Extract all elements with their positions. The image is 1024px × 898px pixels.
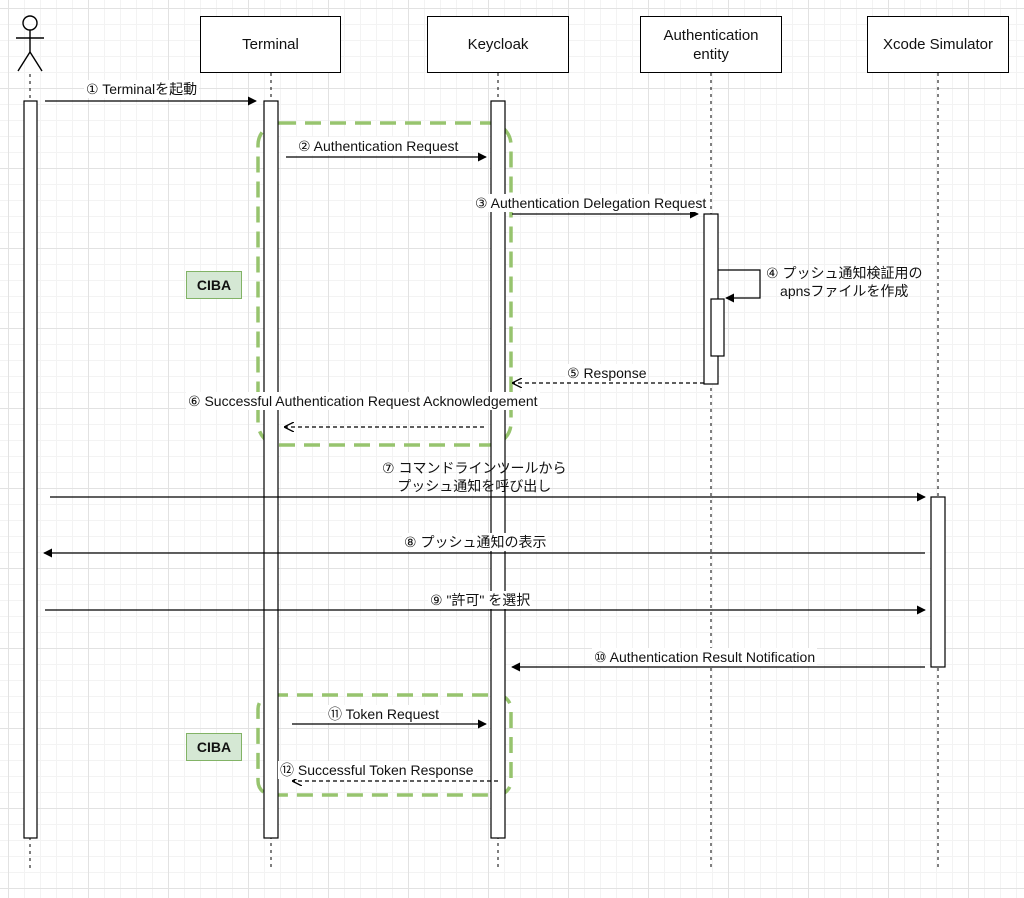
message-4-label: ④ プッシュ通知検証用の apnsファイルを作成 — [766, 265, 923, 299]
message-11-label: ⑪ Token Request — [326, 705, 442, 723]
message-6-label: ⑥ Successful Authentication Request Ackn… — [186, 392, 540, 410]
message-5-label: ⑤ Response — [565, 364, 649, 382]
auth-entity-self-activation-bar — [710, 298, 725, 357]
message-10-label: ⑩ Authentication Result Notification — [592, 648, 818, 666]
message-8-label: ⑧ プッシュ通知の表示 — [402, 533, 549, 551]
message-4-arrow — [718, 269, 761, 303]
keycloak-participant-box: Keycloak — [427, 16, 569, 73]
terminal-participant-box: Terminal — [200, 16, 341, 73]
message-3-label: ③ Authentication Delegation Request — [473, 194, 709, 212]
xcode-participant-box: Xcode Simulator — [867, 16, 1009, 73]
auth-entity-participant-label: Authentication entity — [663, 26, 759, 63]
ciba-region-frame — [256, 121, 513, 447]
message-1-label: ① Terminalを起動 — [84, 80, 200, 98]
user-actor-icon — [16, 15, 44, 72]
ciba-region-frame — [256, 693, 513, 797]
actor-activation-bar — [23, 100, 38, 839]
message-2-label: ② Authentication Request — [296, 137, 461, 155]
message-7-label: ⑦ コマンドラインツールから プッシュ通知を呼び出し — [382, 460, 567, 494]
terminal-participant-label: Terminal — [242, 36, 299, 53]
ciba-region-label: CIBA — [186, 733, 242, 761]
xcode-participant-label: Xcode Simulator — [882, 36, 994, 53]
keycloak-participant-label: Keycloak — [467, 36, 529, 53]
keycloak-activation-bar — [490, 100, 506, 839]
xcode-activation-bar — [930, 496, 946, 668]
message-12-label: ⑫ Successful Token Response — [278, 761, 476, 779]
auth-entity-participant-box: Authentication entity — [640, 16, 782, 73]
ciba-region-label: CIBA — [186, 271, 242, 299]
message-9-label: ⑨ "許可" を選択 — [428, 591, 533, 609]
terminal-activation-bar — [263, 100, 279, 839]
